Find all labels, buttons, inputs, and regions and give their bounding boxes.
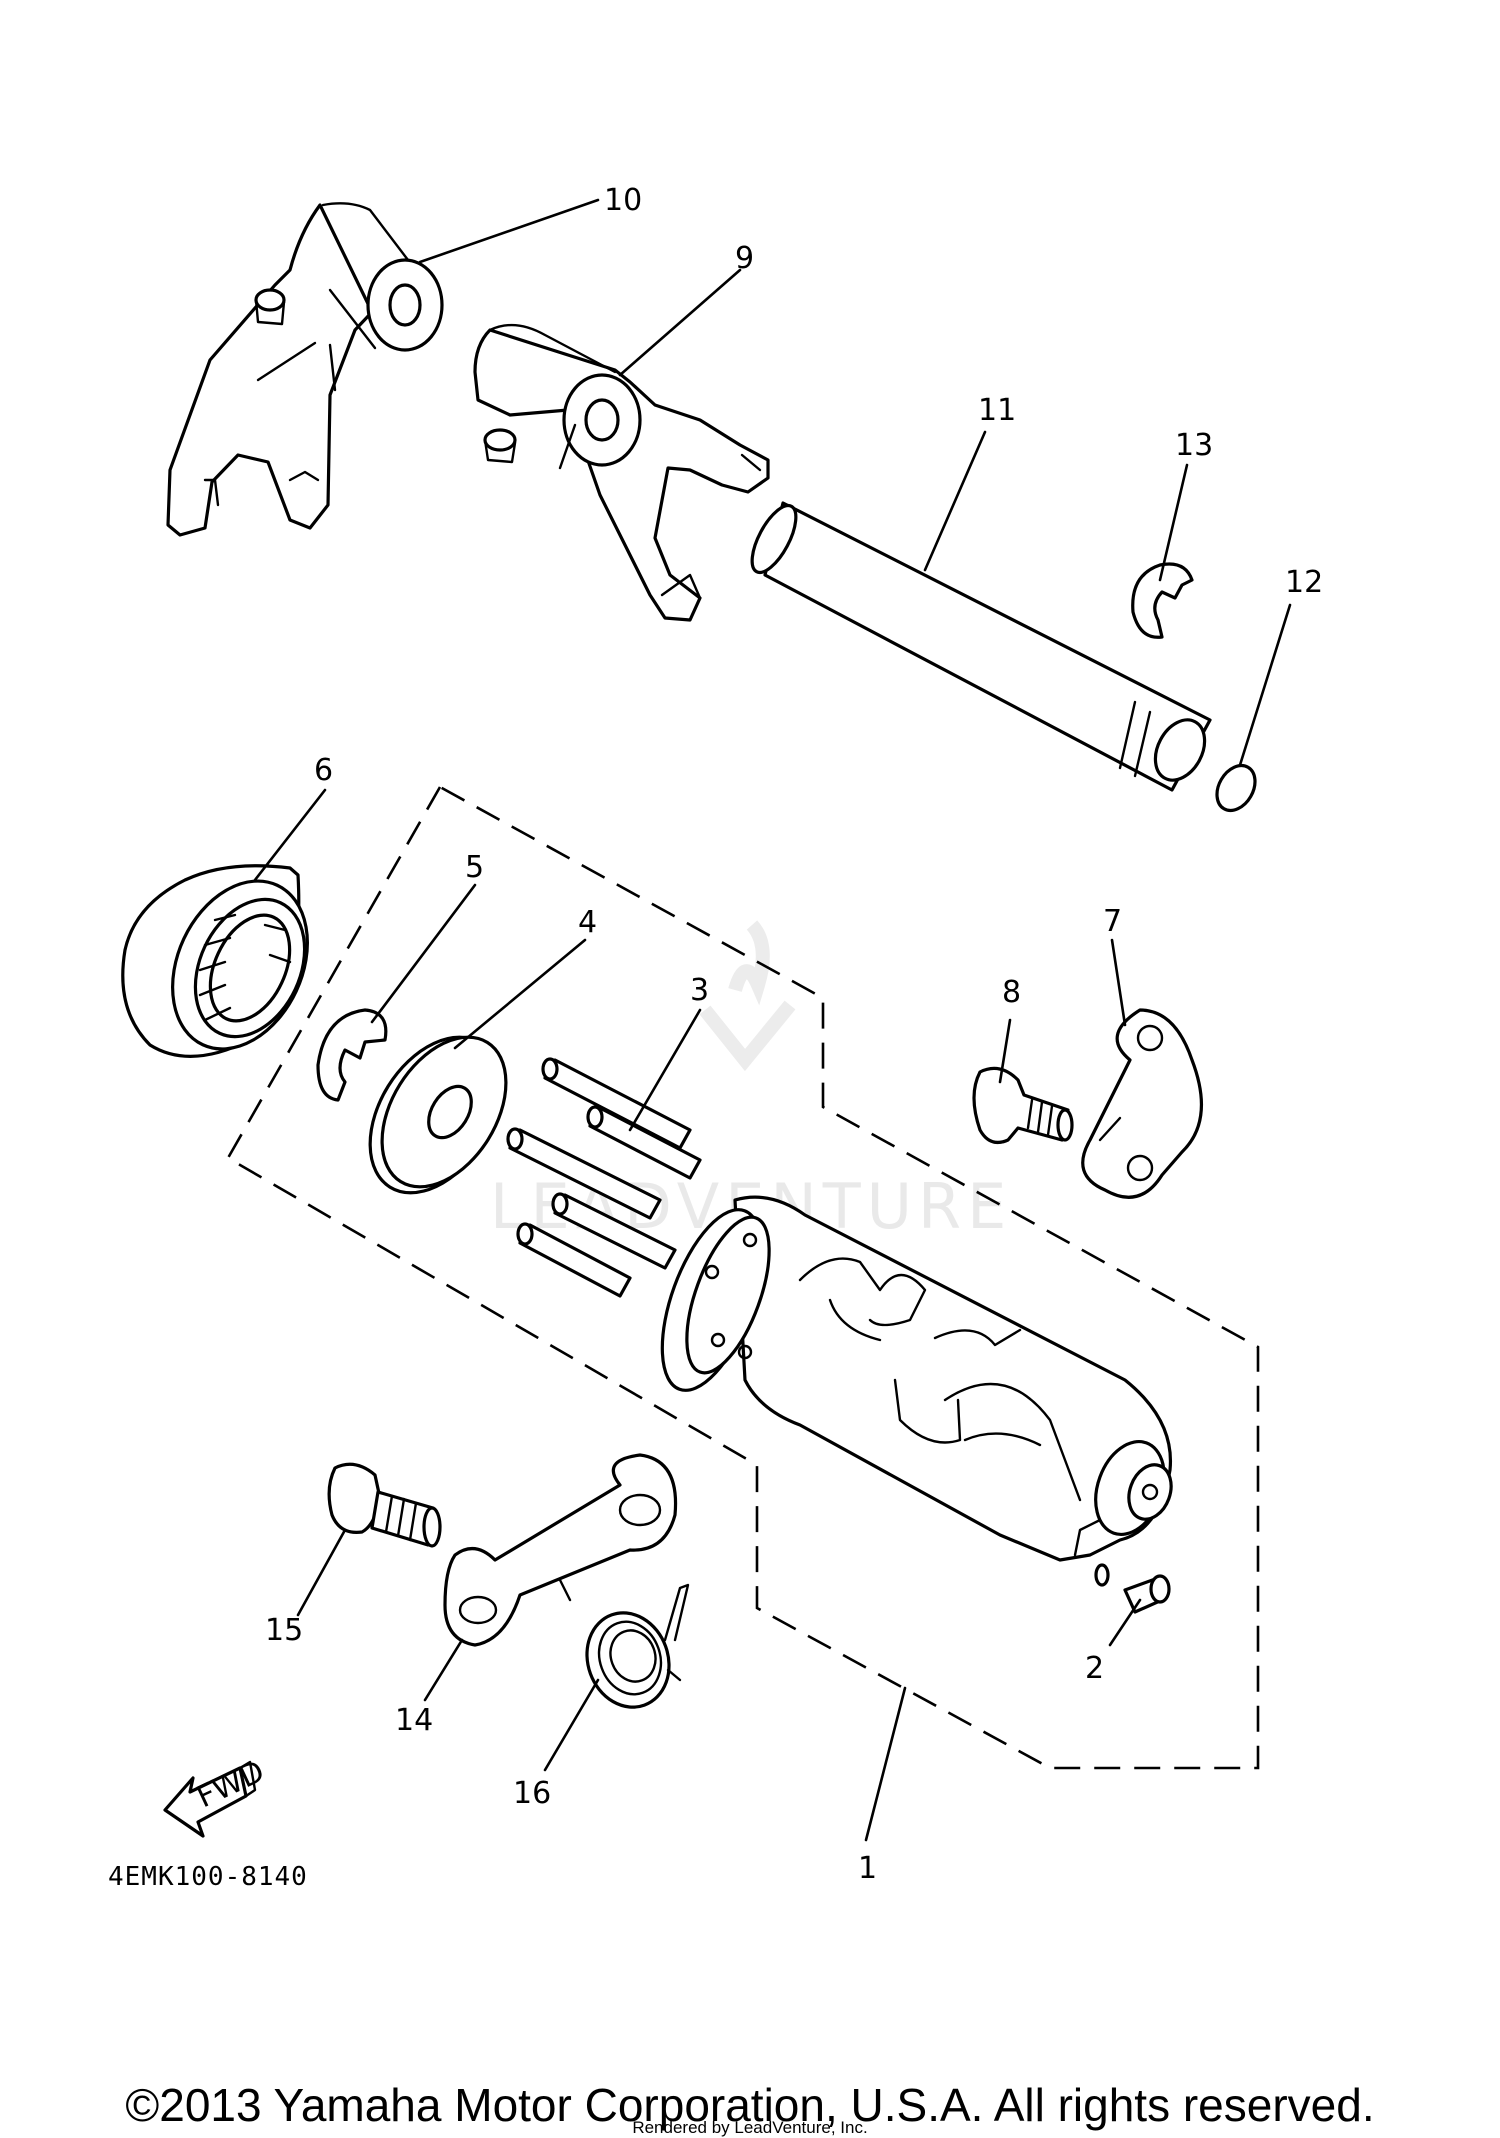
callout-11: 11 <box>978 393 1016 428</box>
return-spring-16 <box>585 1583 690 1709</box>
callout-12: 12 <box>1285 565 1323 600</box>
callout-7: 7 <box>1103 904 1122 939</box>
callout-2: 2 <box>1085 1651 1104 1686</box>
callout-3: 3 <box>690 973 709 1008</box>
callout-5: 5 <box>465 850 484 885</box>
shift-fork-guide-bar-11 <box>750 501 1212 792</box>
bearing-6 <box>121 864 309 1058</box>
diagram-part-code: 4EMK100-8140 <box>108 1862 308 1892</box>
bolt-15 <box>327 1462 442 1548</box>
copyright-notice: ©2013 Yamaha Motor Corporation, U.S.A. A… <box>125 2079 1375 2131</box>
pins-3 <box>506 1057 702 1298</box>
callout-16: 16 <box>513 1776 551 1811</box>
bolt-8 <box>972 1066 1074 1144</box>
pin-2 <box>1123 1574 1171 1614</box>
callout-14: 14 <box>395 1703 433 1738</box>
shift-fork-9 <box>473 323 770 622</box>
callout-10: 10 <box>604 183 642 218</box>
shift-cam-assembly-outline <box>226 785 1260 1770</box>
leader-lines <box>253 198 1292 1842</box>
forward-direction-arrow: FWD <box>163 1754 270 1838</box>
callout-1: 1 <box>858 1851 877 1886</box>
callout-9: 9 <box>735 241 754 276</box>
washer-12 <box>1215 763 1257 813</box>
callout-4: 4 <box>578 905 597 940</box>
exploded-parts-diagram: LEADVENTURE <box>108 183 1323 1892</box>
circlip-5 <box>316 1008 388 1102</box>
shift-cam-1 <box>660 1195 1173 1587</box>
callout-6: 6 <box>314 753 333 788</box>
callout-15: 15 <box>265 1613 303 1648</box>
shift-arm-14 <box>443 1453 678 1647</box>
rendered-by-credit: Rendered by LeadVenture, Inc. <box>632 2118 868 2137</box>
callout-numbers: 1 2 3 4 5 6 7 8 9 10 11 12 13 14 15 16 <box>265 183 1323 1886</box>
callout-13: 13 <box>1175 428 1213 463</box>
callout-8: 8 <box>1002 975 1021 1010</box>
shift-fork-10 <box>166 202 444 537</box>
circlip-13 <box>1131 562 1194 639</box>
stopper-plate-7 <box>1081 1008 1203 1199</box>
washer-4 <box>368 1035 508 1195</box>
